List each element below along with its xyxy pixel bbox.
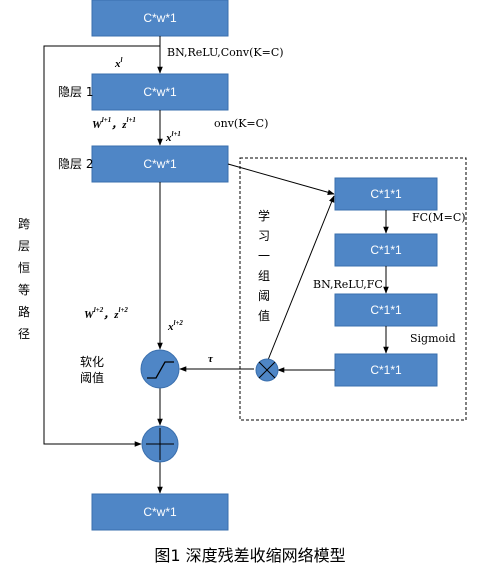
box-hidden-2-label: C*w*1 [143, 157, 177, 171]
arrow-multiply-to-s1 [267, 195, 335, 361]
label-fc-m: FC(M=C) [412, 211, 466, 224]
label-soft-threshold-1: 软化 [80, 355, 104, 369]
multiply-node [255, 358, 279, 382]
box-output-label: C*w*1 [143, 505, 177, 519]
learn-char-1: 习 [258, 229, 270, 243]
box-hidden-1-label: C*w*1 [143, 85, 177, 99]
box-s4-label: C*1*1 [370, 363, 402, 377]
box-s2: C*1*1 [334, 233, 438, 267]
figure-caption: 图1 深度残差收缩网络模型 [154, 546, 345, 565]
label-sigmoid: Sigmoid [410, 332, 456, 345]
skip-connection-line [43, 45, 160, 447]
learn-char-5: 值 [258, 308, 270, 323]
label-w-l1: Wl+1，zl+1 [92, 116, 136, 131]
label-x-l2: xl+2 [167, 319, 183, 333]
box-hidden-2: C*w*1 [91, 145, 229, 183]
soft-threshold-node [140, 349, 180, 389]
box-s1: C*1*1 [334, 177, 438, 211]
multiply-icon-b [258, 361, 276, 379]
label-skip-path: 跨 层 恒 等 路 径 [18, 217, 30, 341]
learn-char-0: 学 [258, 208, 270, 223]
learn-char-4: 阈 [258, 288, 270, 303]
soft-threshold-icon [147, 361, 174, 379]
box-s2-label: C*1*1 [370, 243, 402, 257]
box-output: C*w*1 [91, 493, 229, 531]
label-w-l2: Wl+2，zl+2 [84, 306, 128, 321]
skip-char-3: 等 [18, 283, 30, 297]
skip-char-2: 恒 [18, 261, 30, 275]
threshold-subnetwork-frame [239, 157, 467, 421]
box-s3: C*1*1 [334, 293, 438, 327]
label-soft-threshold-2: 阈值 [80, 370, 104, 385]
skip-char-0: 跨 [18, 217, 30, 231]
label-tau: τ [208, 353, 214, 365]
label-bn-relu-conv-2: onv(K=C) [214, 117, 268, 130]
label-bn-relu-conv-1: BN,ReLU,Conv(K=C) [167, 46, 284, 59]
label-hidden-layer-1: 隐层 1 [58, 85, 93, 99]
arrow-hidden2-to-s1 [227, 163, 335, 195]
skip-char-5: 径 [18, 327, 30, 341]
learn-char-3: 组 [258, 269, 270, 283]
box-s4: C*1*1 [334, 353, 438, 387]
label-x-l: xl [114, 56, 123, 70]
box-hidden-1: C*w*1 [91, 73, 229, 111]
label-x-l1: xl+1 [165, 130, 181, 144]
label-hidden-layer-2: 隐层 2 [58, 157, 93, 171]
label-bn-relu-fc: BN,ReLU,FC [313, 278, 383, 291]
box-top-label: C*w*1 [143, 11, 177, 25]
box-top: C*w*1 [91, 0, 229, 37]
skip-char-1: 层 [18, 239, 30, 253]
label-learn-threshold: 学 习 一 组 阈 值 [258, 208, 270, 323]
skip-char-4: 路 [18, 304, 30, 319]
learn-char-2: 一 [258, 249, 270, 263]
box-s1-label: C*1*1 [370, 187, 402, 201]
add-node [141, 425, 179, 463]
box-s3-label: C*1*1 [370, 303, 402, 317]
